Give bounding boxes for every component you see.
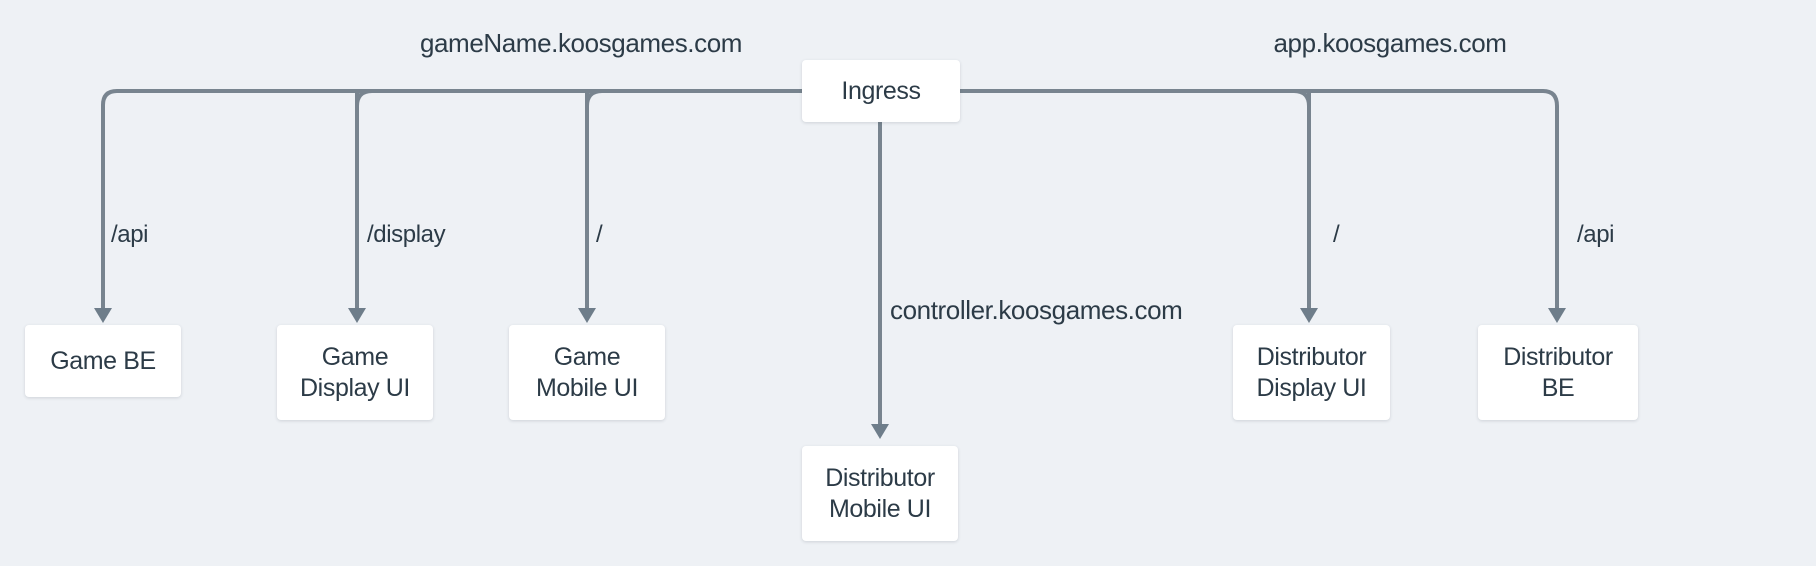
edge-fillet-distributor-display-ui (1293, 89, 1311, 107)
hostname-label-controller: controller.koosgames.com (890, 295, 1183, 325)
node-ingress-label: Ingress (841, 76, 921, 105)
node-game-mobile-ui-label-line1: Game (553, 342, 621, 371)
node-distributor-mobile-ui-label-line1: Distributor (825, 463, 935, 492)
edge-fillet-game-mobile-ui (585, 89, 603, 107)
hostname-label-app: app.koosgames.com (1273, 28, 1507, 58)
node-distributor-display-ui-label-line2: Display UI (1256, 373, 1367, 402)
node-game-mobile-ui: Game Mobile UI (509, 325, 665, 420)
node-distributor-mobile-ui: Distributor Mobile UI (802, 446, 958, 541)
arrowhead-game-be (94, 308, 112, 323)
node-game-mobile-ui-label-line2: Mobile UI (536, 373, 638, 402)
route-label-game-mobile-ui: / (596, 221, 603, 248)
node-distributor-mobile-ui-label-line2: Mobile UI (829, 494, 931, 523)
arrowhead-game-mobile-ui (578, 308, 596, 323)
node-distributor-display-ui: Distributor Display UI (1233, 325, 1390, 420)
edge-fillet-game-display-ui (355, 89, 373, 107)
arrowhead-distributor-be (1548, 308, 1566, 323)
route-label-distributor-display-ui: / (1333, 221, 1340, 248)
node-game-be-label: Game BE (50, 346, 156, 375)
node-game-be: Game BE (25, 325, 181, 397)
node-game-display-ui-label-line2: Display UI (300, 373, 410, 402)
node-distributor-display-ui-label-line1: Distributor (1256, 342, 1367, 371)
arrowhead-distributor-display-ui (1300, 308, 1318, 323)
node-game-display-ui-label-line1: Game (321, 342, 389, 371)
arrowhead-distributor-mobile-ui (871, 424, 889, 439)
edge-ingress-distributor-be (960, 89, 1559, 310)
node-distributor-be: Distributor BE (1478, 325, 1638, 420)
node-ingress: Ingress (802, 60, 960, 122)
route-label-game-display-ui: /display (367, 221, 446, 248)
node-game-display-ui: Game Display UI (277, 325, 433, 420)
edge-ingress-game-be (101, 89, 802, 310)
node-distributor-be-label-line1: Distributor (1503, 342, 1613, 371)
arrowhead-game-display-ui (348, 308, 366, 323)
hostname-label-gamename: gameName.koosgames.com (419, 28, 743, 58)
route-label-game-be: /api (111, 221, 149, 248)
node-distributor-be-label-line2: BE (1541, 373, 1575, 402)
route-label-distributor-be: /api (1577, 221, 1615, 248)
